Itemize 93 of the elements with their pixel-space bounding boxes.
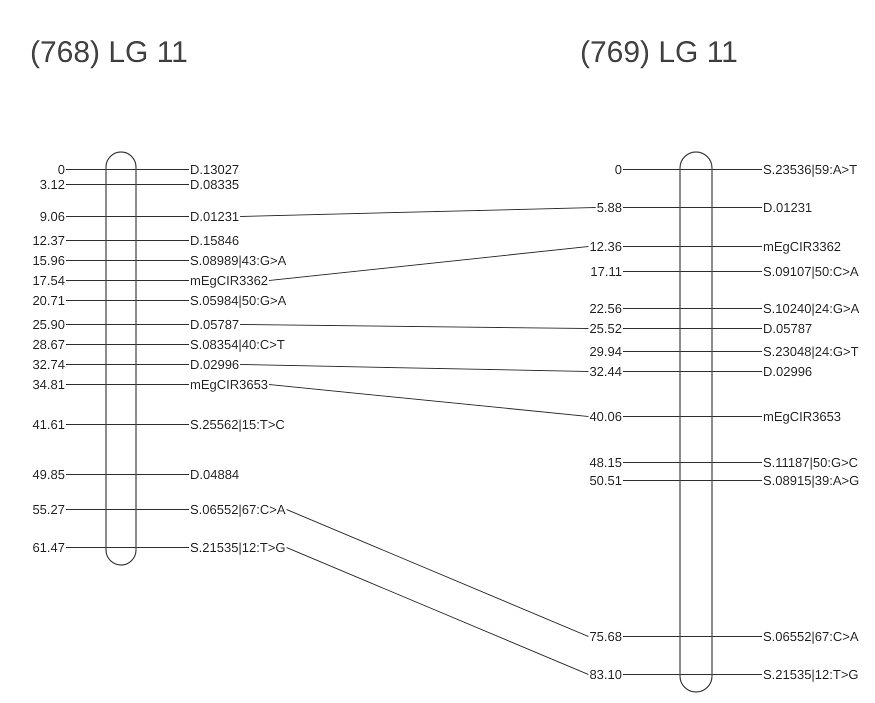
position-value: 29.94 xyxy=(589,344,622,359)
position-value: 5.88 xyxy=(596,200,622,215)
connector-line xyxy=(622,169,762,170)
marker-name: S.08989|43:G>A xyxy=(190,253,286,268)
marker-name: S.08915|39:A>G xyxy=(763,473,860,488)
position-value: 28.67 xyxy=(32,337,65,352)
connector-line xyxy=(622,416,762,417)
position-value: 12.36 xyxy=(589,239,622,254)
connector-line xyxy=(240,207,596,217)
marker-name: S.06552|67:C>A xyxy=(190,502,286,517)
position-value: 34.81 xyxy=(32,377,65,392)
marker-name: D.08335 xyxy=(190,177,240,192)
connector-line xyxy=(66,240,190,241)
position-value: 61.47 xyxy=(32,540,65,555)
connector-line xyxy=(240,364,589,372)
marker-name: S.11187|50:G>C xyxy=(763,455,858,470)
marker-name: S.10240|24:G>A xyxy=(763,301,860,316)
marker-name: S.21535|12:T>G xyxy=(763,667,859,682)
connector-line xyxy=(240,324,589,329)
connector-line xyxy=(66,364,190,365)
position-value: 25.52 xyxy=(589,321,622,336)
connector-line xyxy=(66,547,190,548)
connector-line xyxy=(622,328,762,329)
marker-name: D.02996 xyxy=(190,357,240,372)
connector-line xyxy=(622,674,762,675)
connector-line xyxy=(622,271,762,272)
marker-name: S.25562|15:T>C xyxy=(190,417,285,432)
marker-name: S.05984|50:G>A xyxy=(190,293,286,308)
marker-name: D.04884 xyxy=(190,467,240,482)
position-value: 32.74 xyxy=(32,357,65,372)
marker-name: S.09107|50:C>A xyxy=(763,264,859,279)
marker-name: S.23536|59:A>T xyxy=(763,162,858,177)
connector-line xyxy=(622,462,762,463)
connector-line xyxy=(66,424,190,425)
position-value: 25.90 xyxy=(32,317,65,332)
connector-line xyxy=(66,216,190,217)
position-value: 83.10 xyxy=(589,667,622,682)
marker-name: mEgCIR3362 xyxy=(190,273,268,288)
marker-name: S.21535|12:T>G xyxy=(190,540,286,555)
connector-line xyxy=(66,344,190,345)
connector-line xyxy=(622,371,762,372)
position-value: 55.27 xyxy=(32,502,65,517)
connector-line xyxy=(622,351,762,352)
connector-line xyxy=(622,636,762,637)
marker-name: D.01231 xyxy=(763,200,812,215)
map-title: (769) LG 11 xyxy=(580,36,738,70)
position-value: 0 xyxy=(58,162,65,177)
position-value: 22.56 xyxy=(589,301,622,316)
position-value: 75.68 xyxy=(589,629,622,644)
connector-line xyxy=(66,300,190,301)
connector-line xyxy=(622,246,762,247)
connector-line xyxy=(286,509,589,637)
position-value: 50.51 xyxy=(589,473,622,488)
marker-name: S.06552|67:C>A xyxy=(763,629,859,644)
connector-line xyxy=(66,280,190,281)
marker-name: D.15846 xyxy=(190,233,240,248)
position-value: 41.61 xyxy=(32,417,65,432)
connector-line xyxy=(66,260,190,261)
connector-line xyxy=(622,480,762,481)
position-value: 49.85 xyxy=(32,467,65,482)
marker-name: mEgCIR3653 xyxy=(763,409,842,424)
connector-line xyxy=(622,207,762,208)
connector-line xyxy=(66,474,190,475)
marker-name: mEgCIR3362 xyxy=(763,239,842,254)
connector-line xyxy=(66,509,190,510)
connector-line xyxy=(66,169,190,170)
position-value: 9.06 xyxy=(40,209,65,224)
marker-name: S.08354|40:C>T xyxy=(190,337,285,352)
map-title: (768) LG 11 xyxy=(30,36,188,70)
connector-line xyxy=(268,246,589,281)
position-value: 3.12 xyxy=(40,177,65,192)
position-value: 48.15 xyxy=(589,455,622,470)
connector-line xyxy=(66,184,190,185)
marker-name: S.23048|24:G>T xyxy=(763,344,859,359)
position-value: 40.06 xyxy=(589,409,622,424)
connector-line xyxy=(286,547,589,675)
connector-line xyxy=(622,308,762,309)
position-value: 0 xyxy=(614,162,622,177)
position-value: 20.71 xyxy=(32,293,65,308)
marker-name: mEgCIR3653 xyxy=(190,377,268,392)
marker-name: D.13027 xyxy=(190,162,240,177)
position-value: 32.44 xyxy=(589,364,622,379)
position-value: 15.96 xyxy=(32,253,65,268)
marker-name: D.01231 xyxy=(190,209,240,224)
marker-name: D.02996 xyxy=(763,364,812,379)
position-value: 17.11 xyxy=(590,264,622,279)
connector-line xyxy=(66,384,190,385)
marker-name: D.05787 xyxy=(190,317,240,332)
connector-line xyxy=(66,324,190,325)
marker-name: D.05787 xyxy=(763,321,812,336)
position-value: 12.37 xyxy=(32,233,65,248)
connector-line xyxy=(268,384,589,417)
position-value: 17.54 xyxy=(32,273,65,288)
